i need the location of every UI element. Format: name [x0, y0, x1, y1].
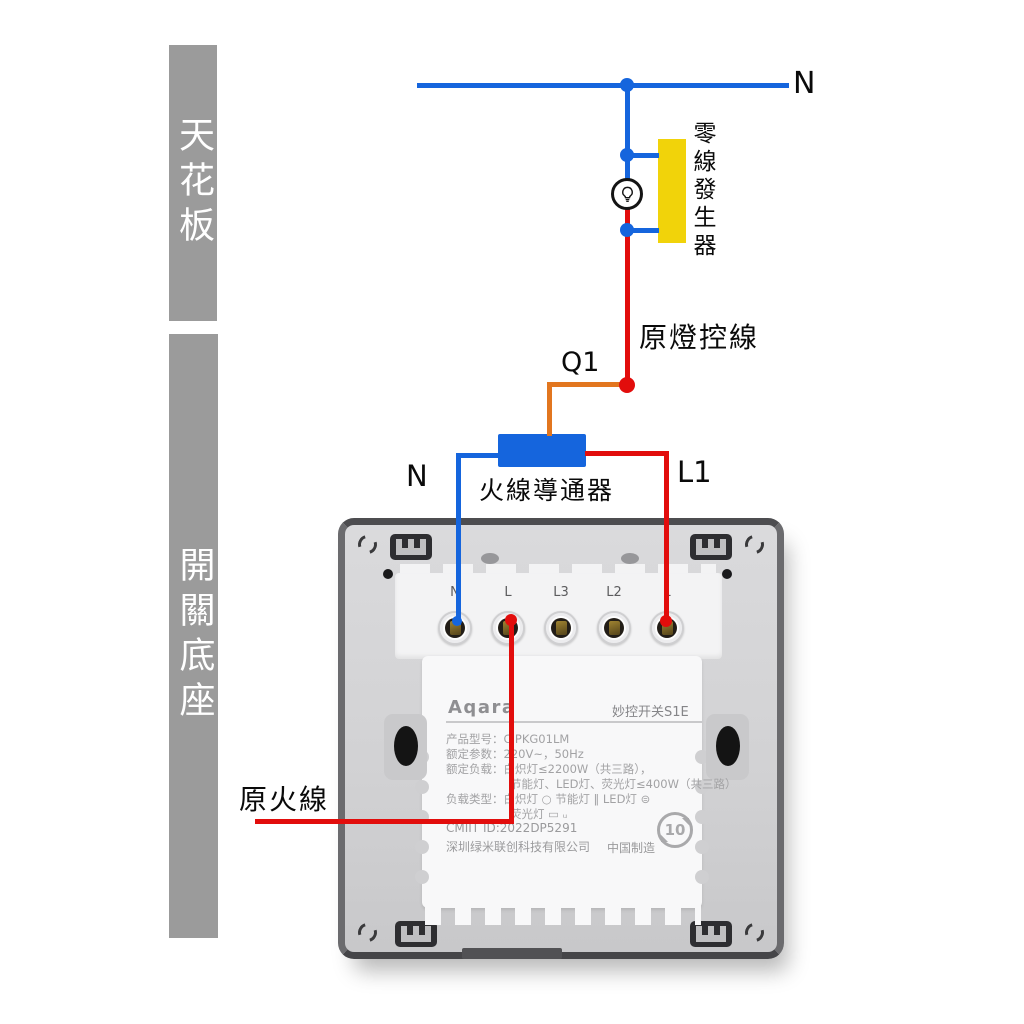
junction-dot: [620, 223, 634, 237]
pin-hole-icon: [722, 569, 732, 579]
q1-wire-horizontal: [549, 382, 627, 387]
junction-dot: [620, 78, 634, 92]
terminal-label-l3: L3: [553, 585, 569, 600]
mount-clip-icon: [690, 921, 732, 947]
clip-comb-icon: [696, 539, 726, 555]
original-live-wire-horizontal: [255, 819, 514, 824]
brand-logo: Aqara: [448, 697, 516, 718]
rotate-mark-icon: [741, 531, 768, 558]
edge-notch: [695, 810, 709, 824]
ceiling-zone-bar: 天花板: [169, 45, 217, 321]
l1-terminal-wire-tip: [660, 615, 672, 627]
n-wire-horizontal: [456, 453, 500, 458]
generator-branch-top: [627, 153, 659, 158]
terminal-label-n: N: [450, 585, 460, 600]
l-terminal-wire-tip: [505, 614, 517, 626]
rotate-mark-icon: [354, 919, 381, 946]
l1-wire-vertical: [664, 451, 669, 626]
q1-wire-vertical: [547, 382, 552, 436]
spec-model: 产品型号：CJPKG01LM: [446, 732, 570, 746]
terminal-hole: [604, 618, 624, 638]
switch-base-plate: N L L3 L2 L: [338, 518, 784, 959]
neutral-generator-label: 零線發生器: [689, 121, 715, 261]
mount-clip-icon: [690, 534, 732, 560]
mount-clip-icon: [395, 921, 437, 947]
neutral-wire-drop: [625, 85, 630, 181]
terminal-hole: [551, 618, 571, 638]
terminal-l3: [544, 611, 578, 645]
original-live-wire-vertical: [509, 620, 514, 822]
screw-icon: [608, 621, 620, 635]
lamp-control-wire-vertical: [625, 208, 630, 387]
n-terminal-wire-tip: [452, 616, 462, 626]
l1-wire-horizontal: [585, 451, 669, 456]
q1-junction-dot: [619, 377, 635, 393]
junction-dot: [620, 148, 634, 162]
clip-comb-icon: [401, 926, 431, 942]
n-wire-label: N: [406, 459, 428, 493]
terminal-label-l2: L2: [606, 585, 622, 600]
terminal-label-l: L: [504, 585, 512, 600]
neutral-line-label: N: [793, 66, 816, 101]
terminal-l2: [597, 611, 631, 645]
edge-notch: [695, 750, 709, 764]
pin-hole-icon: [383, 569, 393, 579]
screw-icon: [555, 621, 567, 635]
original-live-wire-label: 原火線: [239, 783, 330, 816]
switch-base-zone-bar: 開關底座: [169, 334, 218, 938]
mount-oval-icon: [394, 726, 418, 766]
company-name: 深圳绿米联创科技有限公司: [446, 840, 591, 854]
screw-icon: [661, 621, 673, 635]
spec-load-1: 额定负载：白炽灯≤2200W（共三路），: [446, 762, 652, 776]
live-conductor-label: 火線導通器: [479, 476, 615, 505]
mount-clip-icon: [390, 534, 432, 560]
spec-load-type-2: 荧光灯 ▭ ᵤ: [510, 807, 568, 821]
ceiling-zone-label: 天花板: [173, 115, 214, 251]
oval-slot-icon: [481, 553, 499, 564]
rotate-mark-icon: [741, 919, 768, 946]
plate-bottom-notch: [462, 948, 562, 959]
switch-base-zone-label: 開關底座: [173, 546, 215, 726]
edge-notch: [415, 870, 429, 884]
edge-notch: [415, 840, 429, 854]
module-bottom-teeth: [425, 905, 701, 925]
bulb-glyph: [621, 186, 633, 202]
clip-comb-icon: [696, 926, 726, 942]
oval-slot-icon: [621, 553, 639, 564]
n-wire-vertical: [456, 453, 461, 625]
neutral-wire-horizontal: [417, 83, 789, 88]
mount-hole-right: [706, 714, 749, 780]
clip-comb-icon: [396, 539, 426, 555]
spec-cmiit-id: CMIIT ID:2022DP5291: [446, 821, 578, 835]
spec-rating: 额定参数：220V~，50Hz: [446, 747, 584, 761]
label-divider: [446, 721, 702, 723]
recycle-years: 10: [664, 821, 686, 839]
edge-notch: [695, 780, 709, 794]
generator-branch-bottom: [627, 228, 659, 233]
mount-hole-left: [384, 714, 427, 780]
neutral-generator-device: [658, 139, 686, 243]
recycle-mark-icon: 10: [657, 812, 693, 848]
spec-load-type-1: 负载类型：白炽灯 ○ 节能灯 ‖ LED灯 ⊜: [446, 792, 651, 806]
screw-icon: [502, 621, 514, 635]
spec-load-2: 节能灯、LED灯、荧光灯≤400W（共三路）: [510, 777, 737, 791]
made-in-label: 中国制造: [607, 841, 656, 855]
edge-notch: [695, 870, 709, 884]
live-conductor-device: [498, 434, 586, 467]
rotate-mark-icon: [354, 531, 381, 558]
q1-label: Q1: [561, 347, 600, 378]
terminal-block-teeth: [400, 564, 716, 574]
screw-icon: [449, 621, 461, 635]
l1-wire-label: L1: [677, 455, 712, 489]
mount-oval-icon: [716, 726, 740, 766]
edge-notch: [695, 840, 709, 854]
edge-notch: [415, 780, 429, 794]
switch-module-body: [422, 656, 702, 908]
lamp-control-wire-label: 原燈控線: [639, 321, 760, 354]
product-name: 妙控开关S1E: [612, 705, 689, 720]
lamp-bulb-icon: [611, 178, 643, 210]
